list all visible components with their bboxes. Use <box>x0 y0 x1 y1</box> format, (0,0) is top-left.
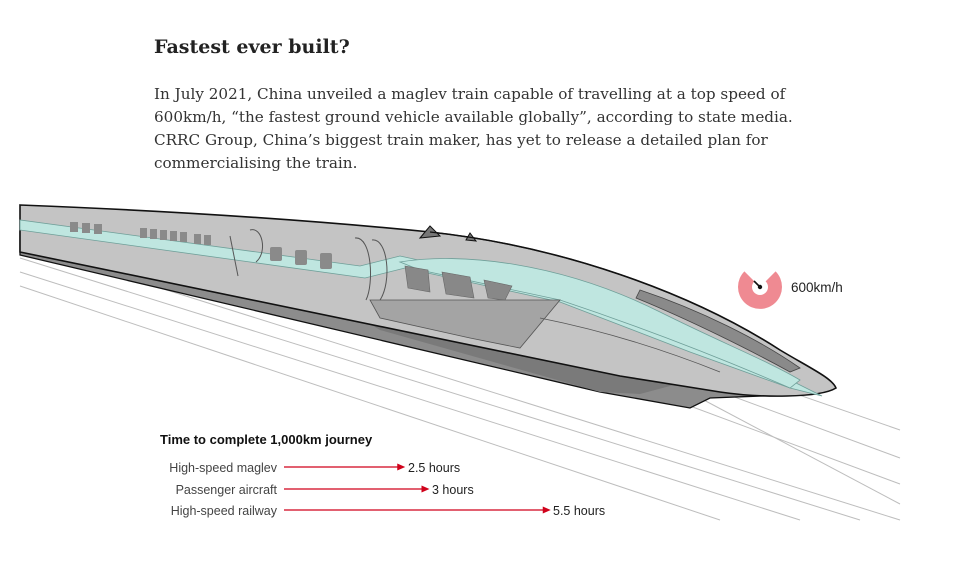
intro-paragraph: In July 2021, China unveiled a maglev tr… <box>154 85 793 172</box>
speed-label: 600km/h <box>791 280 843 295</box>
row-mode-label: High-speed railway <box>171 504 278 518</box>
journey-arrow-head <box>397 463 406 471</box>
row-mode-label: Passenger aircraft <box>176 483 278 497</box>
journey-title: Time to complete 1,000km journey <box>160 432 373 447</box>
row-duration-label: 3 hours <box>432 483 474 497</box>
journey-chart: Time to complete 1,000km journey High-sp… <box>160 432 605 518</box>
journey-arrow-head <box>542 506 551 514</box>
row-mode-label: High-speed maglev <box>169 461 277 475</box>
row-duration-label: 5.5 hours <box>553 504 605 518</box>
speed-gauge <box>738 271 782 309</box>
row-duration-label: 2.5 hours <box>408 461 460 475</box>
journey-arrow-head <box>421 485 430 493</box>
page-title: Fastest ever built? <box>154 36 350 58</box>
train-body <box>19 204 837 397</box>
